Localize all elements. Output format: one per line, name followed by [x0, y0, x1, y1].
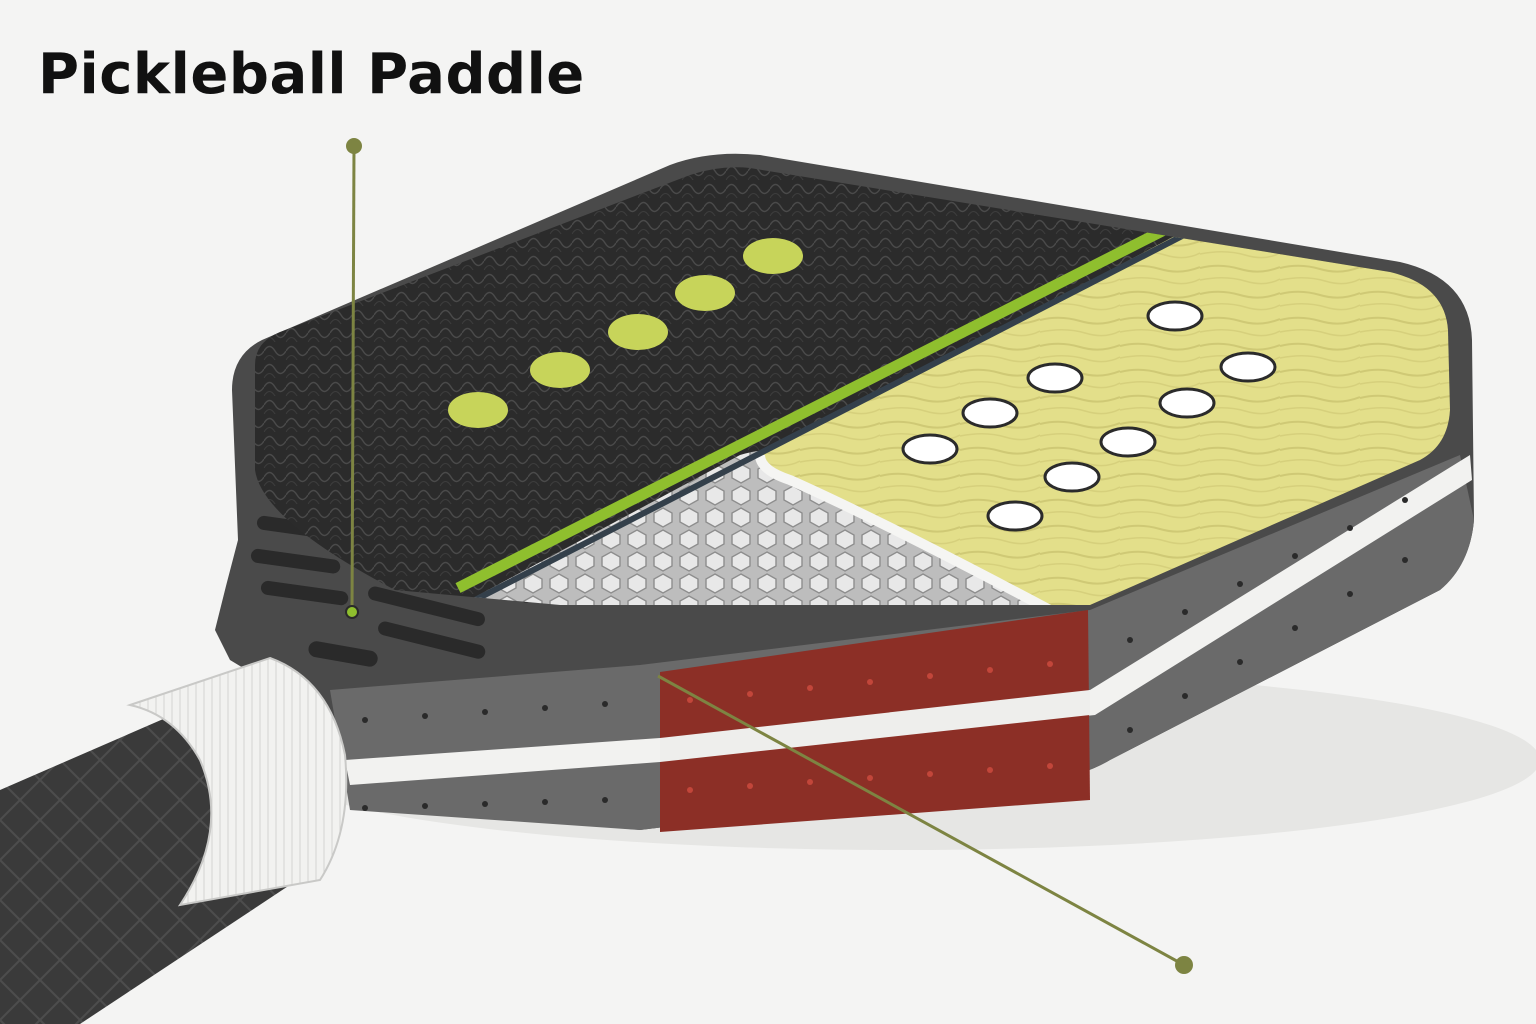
- callout-dot-icon: [346, 138, 362, 154]
- sweet-spot-markers: [448, 238, 803, 428]
- accent-stripe: [455, 217, 1183, 593]
- perforation-dot: [927, 673, 933, 679]
- perforation-dot: [422, 713, 428, 719]
- perforation-dot: [687, 697, 693, 703]
- callout-top: [345, 138, 362, 619]
- perforation-dot: [1237, 659, 1243, 665]
- perforation-dot: [747, 783, 753, 789]
- perforation-dot: [362, 717, 368, 723]
- perforation-dot: [867, 775, 873, 781]
- perforation-dot: [1127, 727, 1133, 733]
- perforation-dot: [362, 805, 368, 811]
- perforation-dot: [542, 705, 548, 711]
- perforation-dot: [867, 679, 873, 685]
- grip-collar: [126, 656, 348, 907]
- callout-dot-icon: [345, 605, 359, 619]
- perforation-dot: [987, 767, 993, 773]
- perforation-dot: [482, 801, 488, 807]
- perforation-dot: [422, 803, 428, 809]
- perforation-dot: [542, 799, 548, 805]
- honeycomb-core: [460, 450, 1050, 605]
- perforation-dot: [987, 667, 993, 673]
- perforation-dot: [1047, 661, 1053, 667]
- perforation-dot: [1347, 591, 1353, 597]
- perforation-dot: [1182, 609, 1188, 615]
- perforation-dot: [927, 771, 933, 777]
- perforation-dot: [1047, 763, 1053, 769]
- perforation-dot: [1402, 557, 1408, 563]
- perforation-dot: [1347, 525, 1353, 531]
- perforation-dot: [807, 685, 813, 691]
- perforation-dot: [1292, 553, 1298, 559]
- perforation-dot: [1292, 625, 1298, 631]
- perforation-dot: [1402, 497, 1408, 503]
- callout-dot-icon: [1175, 956, 1193, 974]
- perforation-dot: [687, 787, 693, 793]
- perforation-dot: [1237, 581, 1243, 587]
- callout-bottom: [657, 674, 1193, 974]
- perforation-dot: [1127, 637, 1133, 643]
- diagram-title: Pickleball Paddle: [38, 42, 585, 107]
- perforation-dot: [602, 701, 608, 707]
- perforation-dot: [1182, 693, 1188, 699]
- perforation-dot: [747, 691, 753, 697]
- perforation-dot: [602, 797, 608, 803]
- perforation-dot: [807, 779, 813, 785]
- perforation-dot: [482, 709, 488, 715]
- wood-face-holes: [901, 300, 1277, 532]
